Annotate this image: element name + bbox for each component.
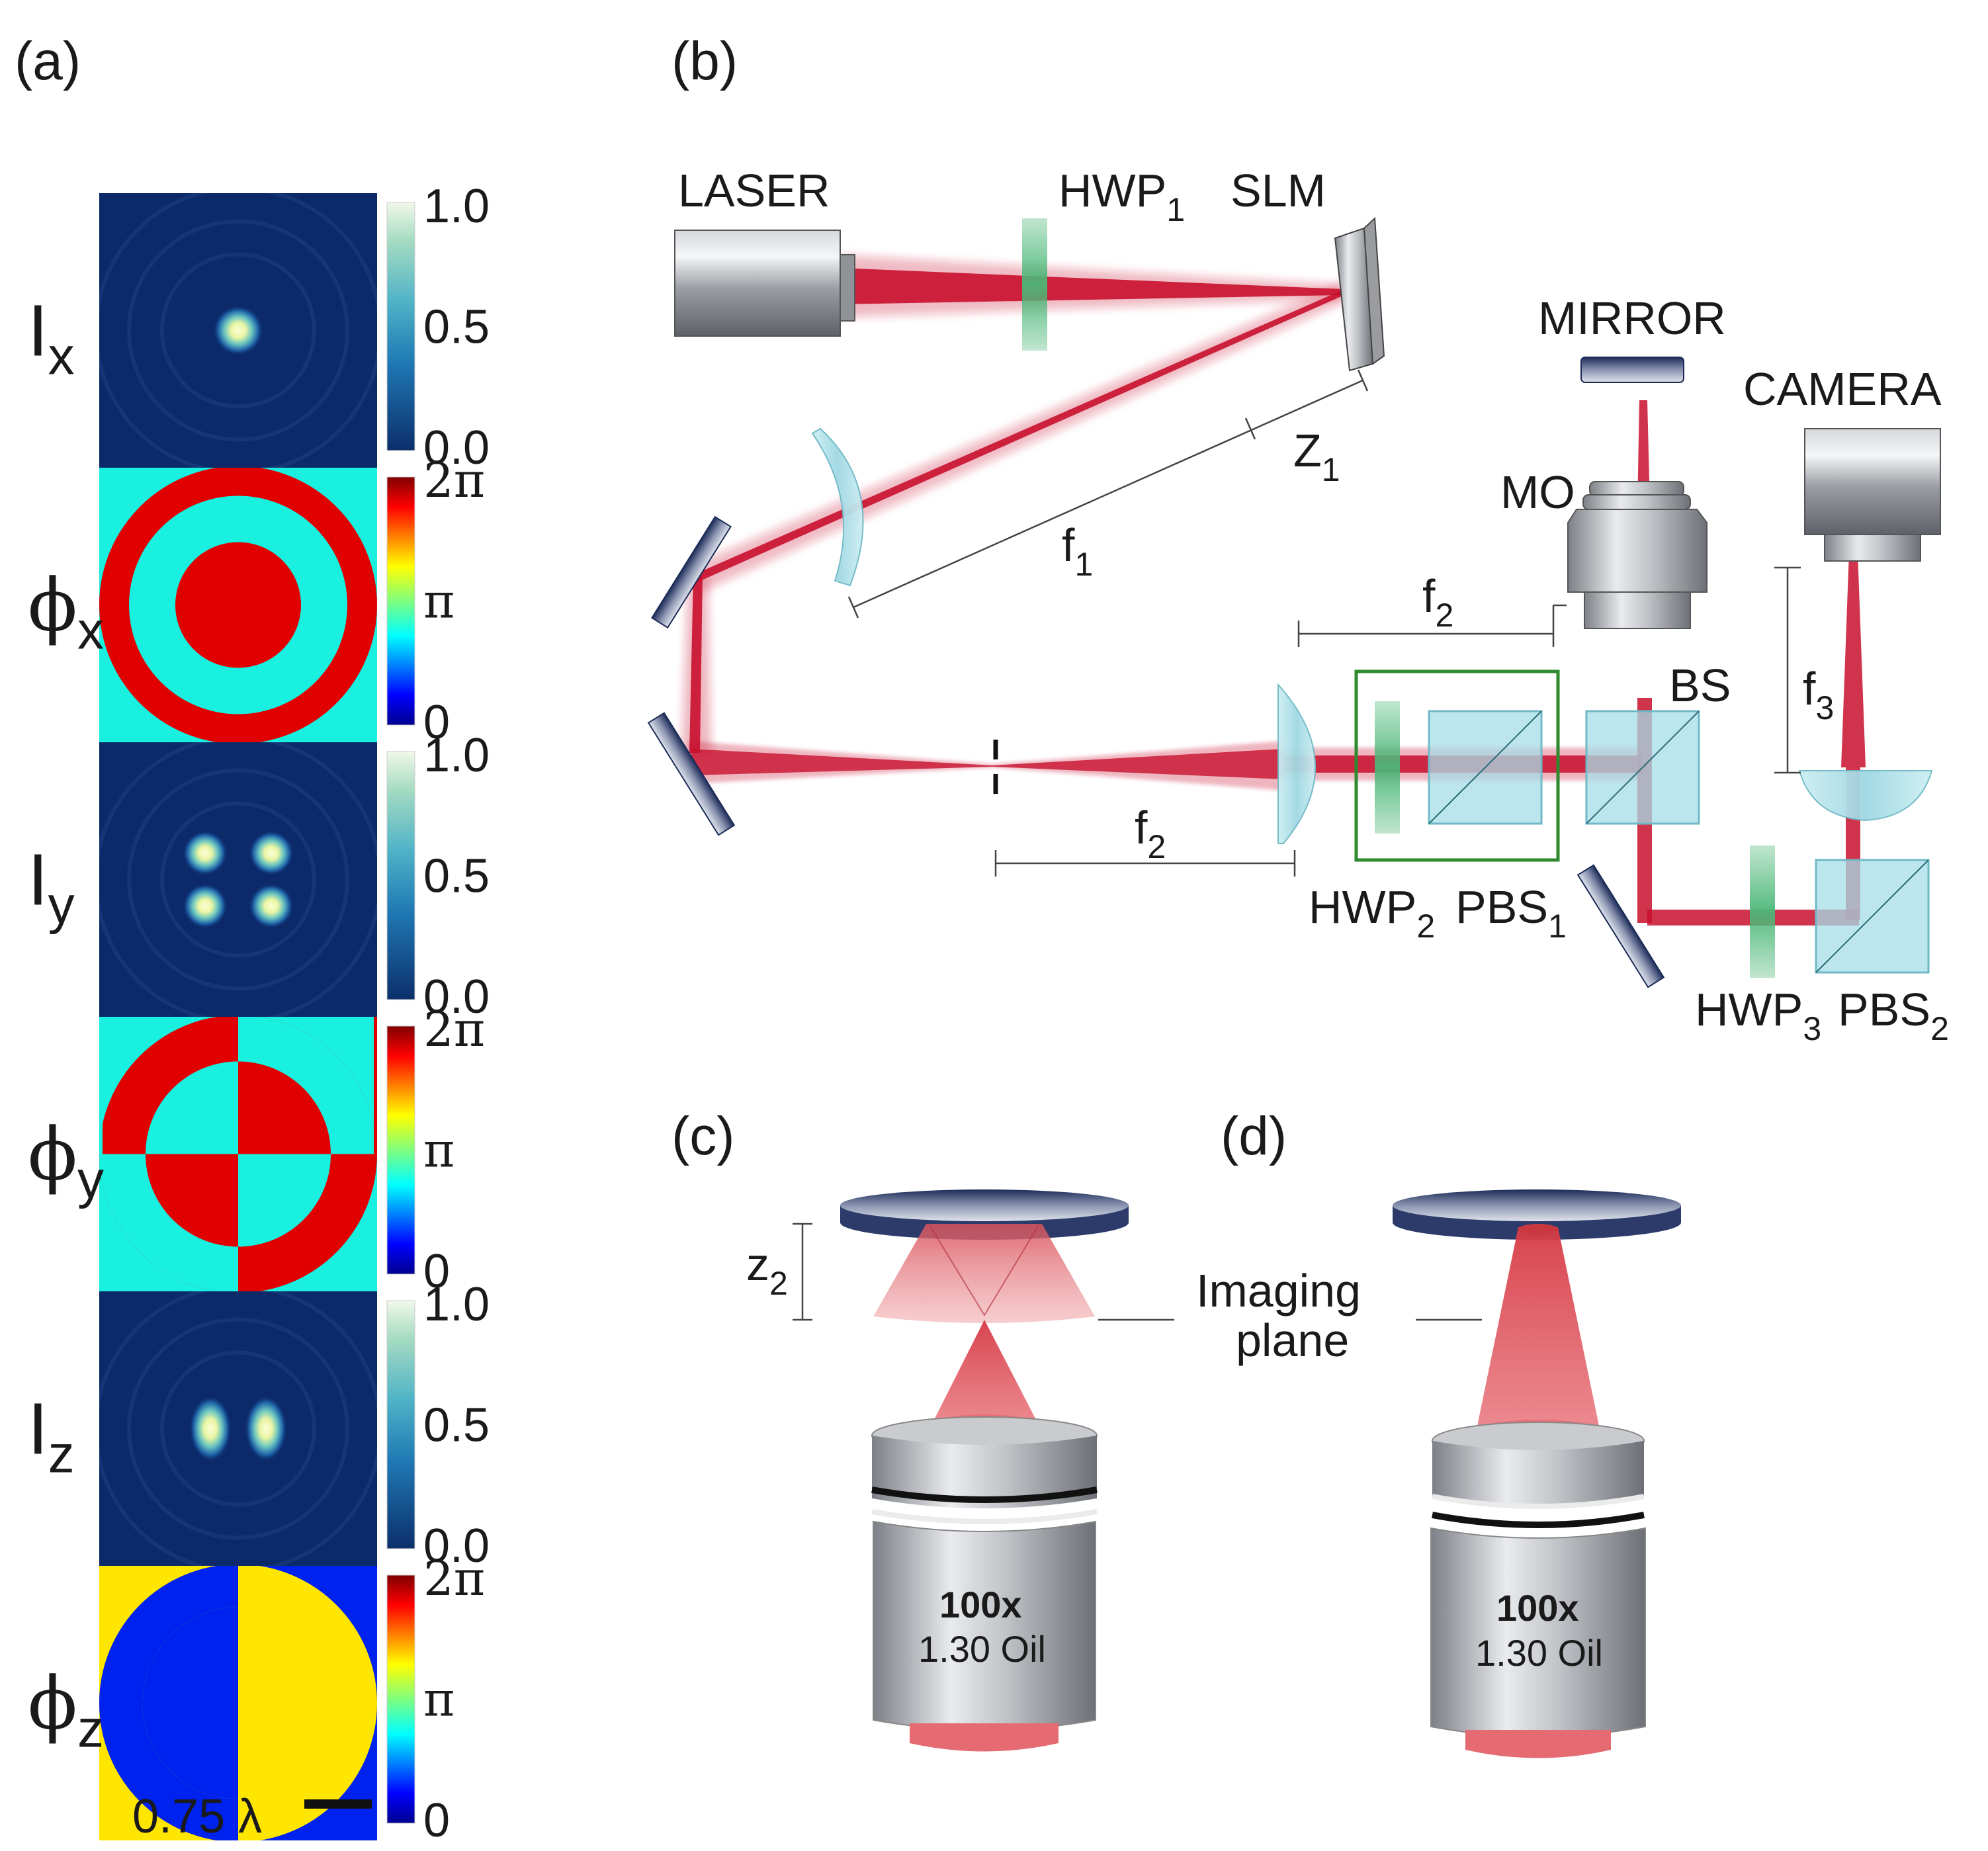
map-phase-y: [99, 1017, 377, 1291]
beam-splitting-module: [1354, 669, 1560, 862]
slm-label: SLM: [1231, 165, 1326, 216]
pbs1-label: PBS1: [1455, 881, 1567, 945]
colorbar-tick: 0.5: [423, 301, 490, 354]
colorbar-tick: 0: [423, 696, 450, 749]
map-phase-z: [99, 1566, 377, 1840]
colorbar-tick: π: [423, 1123, 454, 1178]
colorbar-tick: π: [423, 574, 454, 629]
camera-label: CAMERA: [1743, 363, 1942, 415]
colorbar-tick: 0: [423, 1794, 450, 1847]
colorbar-tick: 1.0: [423, 180, 490, 233]
row-label-phase-y: ϕy: [28, 1112, 104, 1209]
defocused-objective: 100x 1.30 Oil z2: [746, 1189, 1174, 1752]
colorbar-tick: π: [423, 1672, 454, 1727]
colorbar-tick: 2π: [423, 1002, 485, 1057]
row-label-phase-z: ϕz: [28, 1661, 104, 1758]
f2-top-dimension: [1297, 604, 1567, 647]
objective-d-na: 1.30 Oil: [1475, 1632, 1603, 1674]
objective-c-magnification: 100x: [939, 1584, 1022, 1625]
colorbar-tick: 0: [423, 1245, 450, 1298]
colorbar-intensity-x: [386, 202, 415, 451]
bs-cube: [1585, 710, 1700, 825]
panel-label-a: (a): [15, 31, 81, 91]
mirror-label: MIRROR: [1538, 292, 1726, 344]
colorbar-phase-z: [386, 1574, 415, 1824]
objective-d-magnification: 100x: [1496, 1587, 1579, 1629]
fold-mirror-3: [1577, 864, 1665, 988]
colorbar-phase-y: [386, 1025, 415, 1275]
f3-label: f3: [1803, 663, 1834, 726]
hwp3-label: HWP3: [1695, 984, 1821, 1047]
row-label-intensity-z: Iz: [28, 1389, 75, 1484]
hwp1-label: HWP1: [1059, 165, 1185, 228]
row-label-intensity-x: Ix: [28, 290, 75, 386]
z2-label: z2: [746, 1238, 788, 1302]
scale-bar: [304, 1799, 372, 1809]
colorbar-tick: 1.0: [423, 729, 490, 782]
row-label-phase-x: ϕx: [28, 563, 104, 660]
focused-objective: 100x 1.30 Oil: [1393, 1189, 1681, 1758]
fold-mirror-2: [647, 712, 736, 836]
f3-dimension: [1774, 566, 1801, 774]
colorbar-tick: 0.0: [423, 421, 490, 474]
colorbar-intensity-y: [386, 751, 415, 1000]
colorbar-tick: 0.5: [423, 850, 490, 903]
camera: [1804, 428, 1941, 562]
pbs2-cube: [1815, 859, 1930, 974]
hwp2-label: HWP2: [1309, 881, 1435, 945]
mo-label: MO: [1500, 466, 1575, 518]
scale-bar-label: 0.75 λ: [132, 1790, 262, 1843]
pbs1-cube: [1428, 710, 1543, 825]
f2-top-label: f2: [1422, 570, 1453, 634]
map-intensity-z: [99, 1291, 377, 1566]
pbs2-label: PBS2: [1838, 984, 1949, 1047]
colorbar-tick: 2π: [423, 452, 485, 508]
imaging-plane-label-line1: Imaging: [1196, 1265, 1361, 1316]
colorbar-phase-x: [386, 476, 415, 726]
field-maps: Ix1.00.50.0ϕx2ππ0Iy1.00.50.0ϕy2ππ0Iz1.00…: [28, 180, 490, 1847]
hwp1-waveplate: [1022, 218, 1047, 351]
map-intensity-x: [99, 193, 377, 468]
slm: [1334, 216, 1385, 372]
z1-label: Z1: [1293, 425, 1340, 488]
f2-bottom-label: f2: [1135, 802, 1166, 865]
optical-setup: LASER HWP1 SLM f1 Z1: [647, 165, 1949, 1047]
panel-label-d: (d): [1221, 1106, 1287, 1166]
lens-f1: [811, 427, 864, 587]
lens-f3: [1798, 770, 1933, 822]
colorbar-tick: 0.0: [423, 1520, 490, 1572]
hwp2-waveplate: [1375, 701, 1400, 834]
f1-dimension: [847, 369, 1369, 619]
panel-label-c: (c): [671, 1106, 735, 1166]
colorbar-tick: 0.5: [423, 1399, 490, 1452]
laser-label: LASER: [678, 165, 830, 216]
map-phase-x: [99, 468, 377, 742]
row-label-intensity-y: Iy: [28, 839, 75, 935]
f1-label: f1: [1062, 519, 1093, 583]
panel-label-b: (b): [671, 31, 738, 91]
colorbar-tick: 1.0: [423, 1278, 490, 1331]
lens-f2: [1277, 683, 1316, 844]
hwp3-waveplate: [1750, 845, 1775, 978]
objective-c-na: 1.30 Oil: [918, 1628, 1046, 1670]
reference-mirror: [1580, 357, 1684, 383]
laser: [674, 230, 855, 337]
fold-mirror-1: [651, 515, 732, 629]
colorbar-tick: 2π: [423, 1551, 485, 1606]
imaging-plane-label-line2: plane: [1236, 1314, 1349, 1366]
colorbar-tick: 0.0: [423, 970, 490, 1023]
microscope-objective: [1567, 481, 1707, 629]
f2-bottom-dimension: [994, 850, 1296, 877]
colorbar-intensity-z: [386, 1300, 415, 1549]
bs-label: BS: [1669, 660, 1731, 711]
map-intensity-y: [99, 742, 377, 1017]
